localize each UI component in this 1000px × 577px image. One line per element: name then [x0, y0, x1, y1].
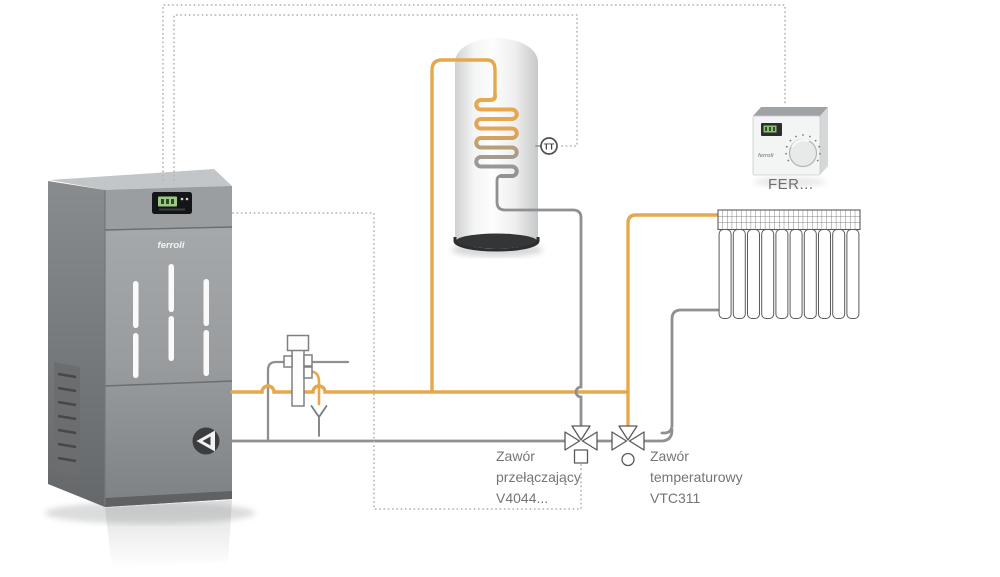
valve-actuator	[573, 449, 589, 464]
boiler-top-face	[50, 169, 232, 190]
boiler-display	[152, 192, 192, 214]
label-thermostat-model: FER...	[768, 176, 814, 193]
floor-shadows	[45, 177, 826, 568]
thermostat-display	[761, 123, 782, 136]
return-pipe-radiator	[642, 308, 720, 443]
label-diverter-valve: Zawór przełączający V4044...	[496, 446, 581, 509]
diverter-valve-icon	[564, 425, 598, 464]
thermostat-logo: ferroli	[758, 153, 774, 159]
supply-pipe-radiator	[626, 213, 720, 429]
valve-symbols	[564, 425, 645, 467]
tank-body	[454, 38, 538, 251]
thermostatic-valve-icon	[611, 425, 645, 467]
boiler-pump-icon	[192, 427, 220, 455]
radiator	[717, 209, 861, 319]
room-thermostat: ferroli	[752, 107, 828, 176]
thermostat-dial	[785, 134, 821, 168]
label-thermostatic-line3: VTC311	[650, 490, 701, 506]
label-thermostatic-valve: Zawór temperaturowy VTC311	[650, 446, 743, 509]
heating-coil	[474, 94, 519, 178]
label-diverter-line1: Zawór	[496, 448, 535, 464]
control-wire-thermostat	[162, 4, 786, 181]
sensor-label: TT	[544, 142, 555, 152]
label-diverter-line3: V4044...	[496, 490, 549, 506]
control-wires	[162, 4, 786, 510]
boiler-vent-grille	[54, 362, 80, 477]
temperature-sensor-badge: TT	[540, 137, 558, 155]
safety-valve-group	[283, 334, 313, 407]
return-pipe-tank	[495, 174, 583, 429]
tank-base	[456, 233, 537, 249]
label-thermostatic-line1: Zawór	[650, 448, 689, 464]
control-wire-diverter-valve	[232, 212, 582, 510]
safety-group-pipe	[266, 360, 350, 443]
boiler-logo: ferroli	[158, 240, 185, 251]
label-thermostatic-line2: temperaturowy	[650, 469, 743, 485]
return-pipes	[230, 145, 720, 443]
pellet-boiler: ferroli	[48, 169, 233, 507]
control-wire-tank-sensor	[173, 14, 578, 181]
drain-funnel-icon	[310, 405, 328, 437]
buffer-tank	[453, 38, 540, 252]
supply-pipe-tank	[430, 58, 497, 394]
label-diverter-line2: przełączający	[496, 469, 581, 485]
thermo-element	[621, 452, 635, 467]
boiler-door-slots	[133, 264, 209, 378]
